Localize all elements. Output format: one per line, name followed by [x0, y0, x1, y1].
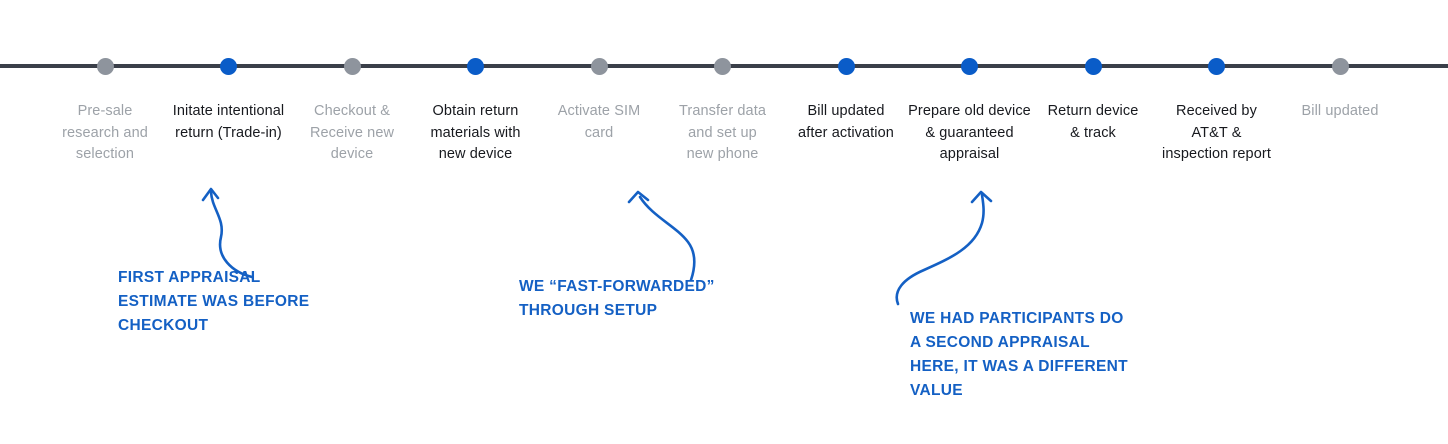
- milestone-label: Activate SIM card: [557, 103, 641, 141]
- milestone-dot: [467, 57, 484, 75]
- arrow-to-initiate-return-icon: [201, 187, 254, 279]
- milestone-dot: [714, 57, 731, 75]
- milestone-label: Obtain return materials with new device: [430, 103, 521, 162]
- milestone-label: Pre-sale research and selection: [62, 103, 148, 162]
- milestone-dot: [1331, 57, 1349, 75]
- milestone-label: Received by AT&T & inspection report: [1162, 103, 1271, 162]
- milestone-dot: [1084, 57, 1102, 75]
- milestone-label: Return device & track: [1047, 103, 1139, 141]
- milestone-label: Prepare old device & guaranteed appraisa…: [908, 103, 1031, 162]
- milestone-label: Transfer data and set up new phone: [679, 103, 766, 162]
- milestone-label: Checkout & Receive new device: [309, 103, 395, 162]
- arrow-to-prepare-device-icon: [895, 190, 993, 306]
- milestone-label: Bill updated: [1301, 103, 1379, 119]
- milestone-label: Bill updated after activation: [798, 103, 894, 141]
- annotation-first-appraisal: FIRST APPRAISAL ESTIMATE WAS BEFORE CHEC…: [118, 269, 310, 334]
- milestone-dot: [961, 57, 978, 75]
- annotation-fast-forwarded: WE “FAST-FORWARDED” THROUGH SETUP: [519, 278, 715, 319]
- milestone-dot: [837, 57, 855, 75]
- arrow-to-activate-sim-icon: [627, 190, 696, 282]
- milestone-dot: [1208, 57, 1225, 75]
- annotation-second-appraisal: WE HAD PARTICIPANTS DO A SECOND APPRAISA…: [910, 310, 1128, 399]
- milestone-dot: [96, 57, 114, 75]
- milestone-dot: [590, 57, 608, 75]
- milestone-dot: [220, 57, 237, 75]
- milestone-label: Initate intentional return (Trade-in): [172, 103, 285, 141]
- milestone-dot: [343, 57, 361, 75]
